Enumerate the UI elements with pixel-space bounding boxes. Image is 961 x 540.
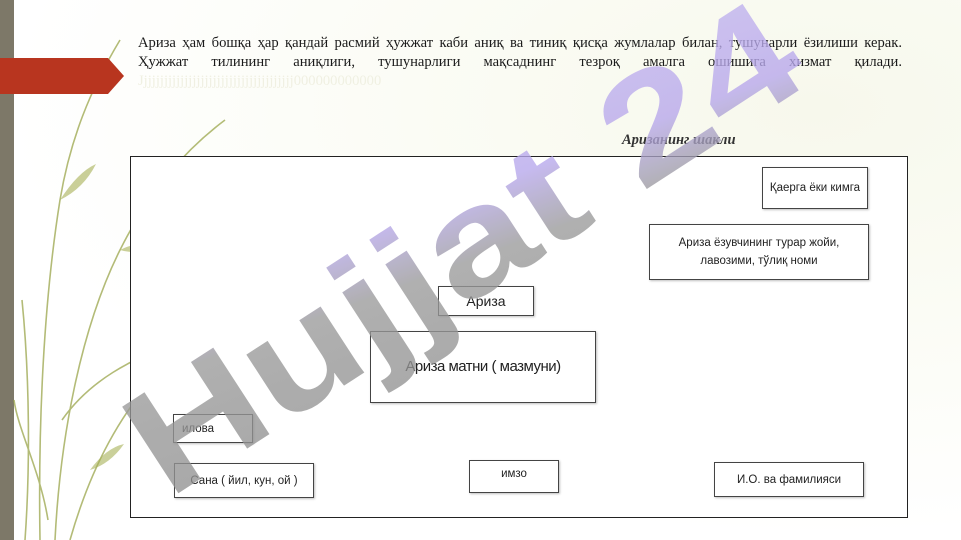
signature-box: имзо [469, 460, 559, 493]
date-box: Сана ( йил, кун, ой ) [174, 463, 314, 498]
title-box: Ариза [438, 286, 534, 316]
attachment-box: илова [173, 414, 253, 443]
left-decorative-strip [0, 0, 14, 540]
form-caption: Аризанинг шакли [622, 132, 736, 148]
recipient-box: Қаерга ёки кимга [762, 167, 868, 209]
paragraph-faded-text: Jjjjjjjjjjjjjjjjjjjjjjjjjjjjjjjjjjjjjj00… [138, 73, 382, 89]
paragraph-text: Ариза ҳам бошқа ҳар қандай расмий ҳужжат… [138, 35, 902, 70]
author-info-box: Ариза ёзувчининг турар жойи, лавозими, т… [649, 224, 869, 280]
body-box: Ариза матни ( мазмуни) [370, 331, 596, 403]
initials-box: И.О. ва фамилияси [714, 462, 864, 497]
description-paragraph: Ариза ҳам бошқа ҳар қандай расмий ҳужжат… [138, 34, 902, 91]
red-arrow-shape [0, 58, 124, 94]
